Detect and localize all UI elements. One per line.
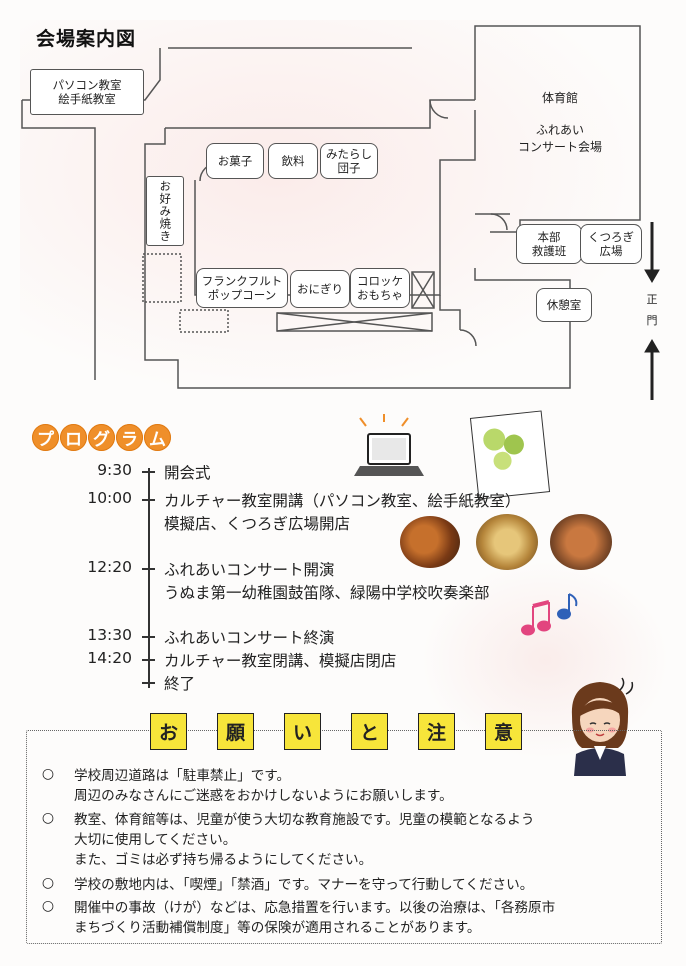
music-note-icon [521, 593, 578, 636]
timeline-tick [142, 659, 155, 661]
stall-onigiri: おにぎり [290, 270, 350, 308]
notice-text: 開催中の事故（けが）などは、応急措置を行います。以後の治療は、「各務原市 [74, 900, 556, 916]
stall-croquette: コロッケ おもちゃ [350, 268, 410, 308]
program-badge: プ ロ グ ラ ム [32, 424, 171, 451]
food-yakitori-image [400, 516, 460, 568]
notice-bullet: ○ [41, 898, 55, 914]
notice-bullet: ○ [41, 766, 55, 782]
notice-bullet: ○ [41, 875, 55, 891]
program-time: 12:20 [87, 558, 132, 576]
notice-box [26, 730, 662, 944]
laptop-icon [354, 414, 424, 476]
notice-title-char: い [284, 713, 321, 750]
notice-text: また、ゴミは必ず持ち帰るようにしてください。 [74, 852, 373, 868]
program-text: 模擬店、くつろぎ広場開店 [164, 515, 351, 533]
program-text: 開会式 [164, 464, 211, 482]
notice-text: 周辺のみなさんにご迷惑をおかけしないようにお願いします。 [74, 788, 453, 804]
timeline-tick [142, 471, 155, 473]
timeline-tick [142, 636, 155, 638]
map-title: 会場案内図 [36, 28, 137, 50]
program-text: うぬま第一幼稚園鼓笛隊、緑陽中学校吹奏楽部 [164, 584, 490, 602]
timeline-line [148, 468, 150, 688]
program-badge-char: プ [32, 424, 59, 451]
notice-title-char: お [150, 713, 187, 750]
background-decoration [420, 560, 670, 760]
program-time: 13:30 [87, 626, 132, 644]
program-time: 14:20 [87, 649, 132, 667]
program-badge-char: ロ [60, 424, 87, 451]
room-honbu: 本部 救護班 [516, 224, 582, 264]
notice-text: 学校の敷地内は、「喫煙」「禁酒」です。マナーを守って行動してください。 [74, 877, 534, 893]
area-kutsurogi: くつろぎ 広場 [580, 224, 642, 264]
program-text: ふれあいコンサート終演 [164, 629, 335, 647]
program-text: ふれあいコンサート開演 [164, 561, 335, 579]
notice-title-char: 意 [485, 713, 522, 750]
program-time: 10:00 [87, 489, 132, 507]
food-karaage-image [476, 514, 538, 570]
notice-title-char: と [351, 713, 388, 750]
timeline-tick [142, 568, 155, 570]
girl-illustration-icon [571, 677, 634, 776]
stall-drinks: 飲料 [268, 143, 318, 179]
notice-bullet: ○ [41, 810, 55, 826]
stall-mitarashi: みたらし 団子 [320, 143, 378, 179]
food-okonomiyaki-image [550, 514, 612, 570]
stall-okashi: お菓子 [206, 143, 264, 179]
stall-okonomiyaki: お好み焼き [146, 176, 184, 246]
program-badge-char: グ [88, 424, 115, 451]
notice-title-char: 注 [418, 713, 455, 750]
notice-text: 教室、体育館等は、児童が使う大切な教育施設です。児童の模範となるよう [74, 812, 535, 828]
timeline-tick [142, 682, 155, 684]
program-text: カルチャー教室開講（パソコン教室、絵手紙教室） [164, 492, 521, 510]
timeline-tick [142, 499, 155, 501]
fruit-icon [482, 427, 507, 452]
notice-text: 学校周辺道路は「駐車禁止」です。 [74, 768, 291, 784]
room-pc-class: パソコン教室 絵手紙教室 [30, 69, 144, 115]
stall-frankfurt: フランクフルト ポップコーン [196, 268, 288, 308]
stall-okonomiyaki-label: お好み焼き [158, 179, 173, 243]
venue-map-lines [21, 25, 660, 400]
notice-title: お 願 い と 注 意 [150, 713, 522, 750]
notice-title-char: 願 [217, 713, 254, 750]
illustration-card [469, 410, 551, 500]
room-gym: 体育館 ふれあい コンサート会場 [517, 91, 602, 154]
program-time: 9:30 [97, 461, 132, 479]
program-text: カルチャー教室閉講、模擬店閉店 [164, 652, 397, 670]
main-gate-label: 正 門 [646, 293, 658, 327]
notice-text: 大切に使用してください。 [74, 832, 237, 848]
room-rest: 休憩室 [536, 288, 592, 322]
program-badge-char: ム [144, 424, 171, 451]
program-text: 終了 [164, 675, 196, 693]
notice-text: まちづくり活動補償制度」等の保険が適用されることがあります。 [74, 920, 481, 936]
program-badge-char: ラ [116, 424, 143, 451]
